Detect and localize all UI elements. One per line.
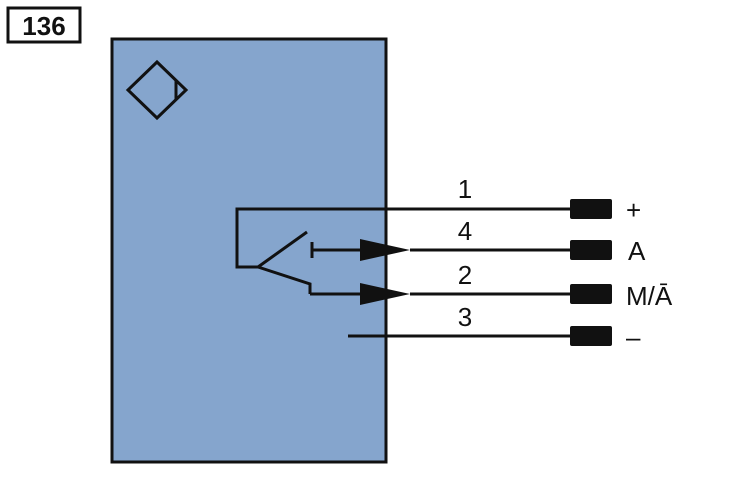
lead-number-3: 3 <box>458 302 472 332</box>
terminal-3 <box>570 326 612 346</box>
terminal-label-plus: + <box>626 195 641 225</box>
figure-number: 136 <box>22 11 65 41</box>
terminal-1 <box>570 199 612 219</box>
terminals <box>570 199 612 346</box>
terminal-label-output-m-abar: M/Ā <box>626 281 673 311</box>
lead-wires <box>348 207 574 338</box>
inductive-sensor-diamond-icon <box>125 59 189 121</box>
terminal-label-minus: – <box>626 322 641 352</box>
lead-number-4: 4 <box>458 216 472 246</box>
terminal-label-output-a: A <box>628 236 646 266</box>
switch-circuit <box>235 207 386 296</box>
lead-number-2: 2 <box>458 260 472 290</box>
output-arrow-4 <box>360 239 410 261</box>
figure-number-badge: 136 <box>6 6 82 44</box>
terminal-4 <box>570 240 612 260</box>
terminal-2 <box>570 284 612 304</box>
output-arrow-2 <box>360 283 410 305</box>
lead-number-1: 1 <box>458 174 472 204</box>
